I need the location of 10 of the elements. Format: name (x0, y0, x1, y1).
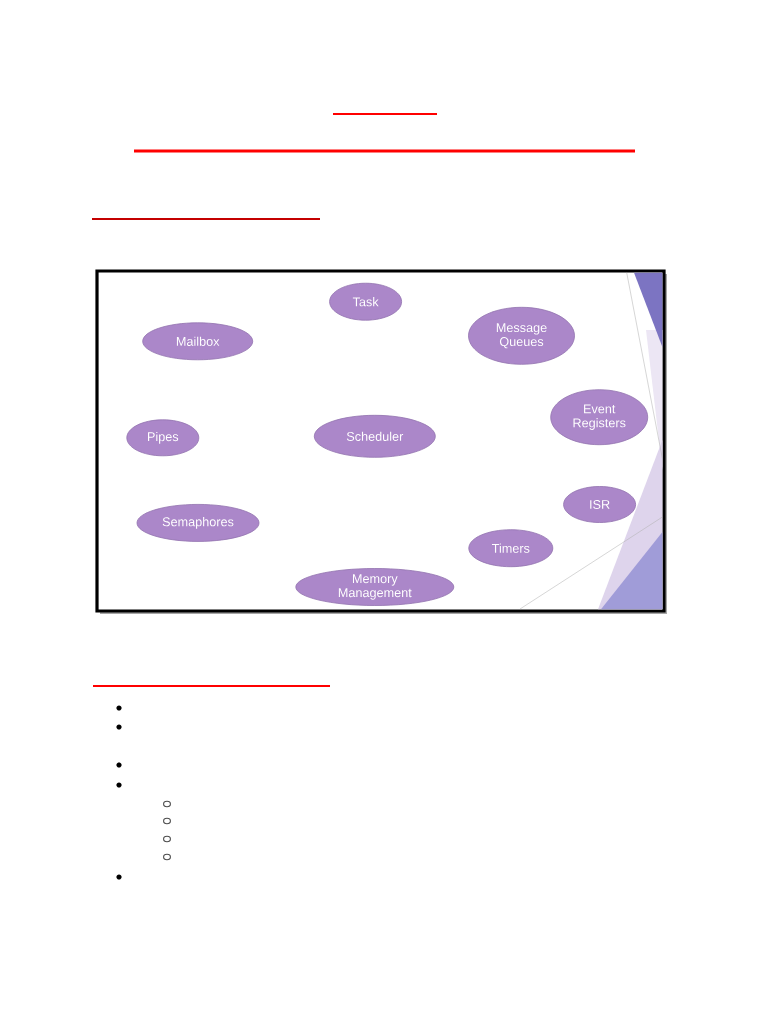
oval-node: Pipes (126, 419, 200, 457)
oval-node: Message Queues (468, 306, 575, 365)
oval-node: Semaphores (136, 504, 260, 542)
oval-node: Task (329, 282, 402, 321)
oval-node: Scheduler (313, 414, 436, 458)
oval-node: Memory Management (295, 568, 455, 606)
oval-node: Timers (468, 529, 554, 568)
oval-node: Mailbox (142, 322, 254, 361)
oval-node: Event Registers (550, 389, 649, 446)
oval-node: ISR (563, 486, 636, 523)
